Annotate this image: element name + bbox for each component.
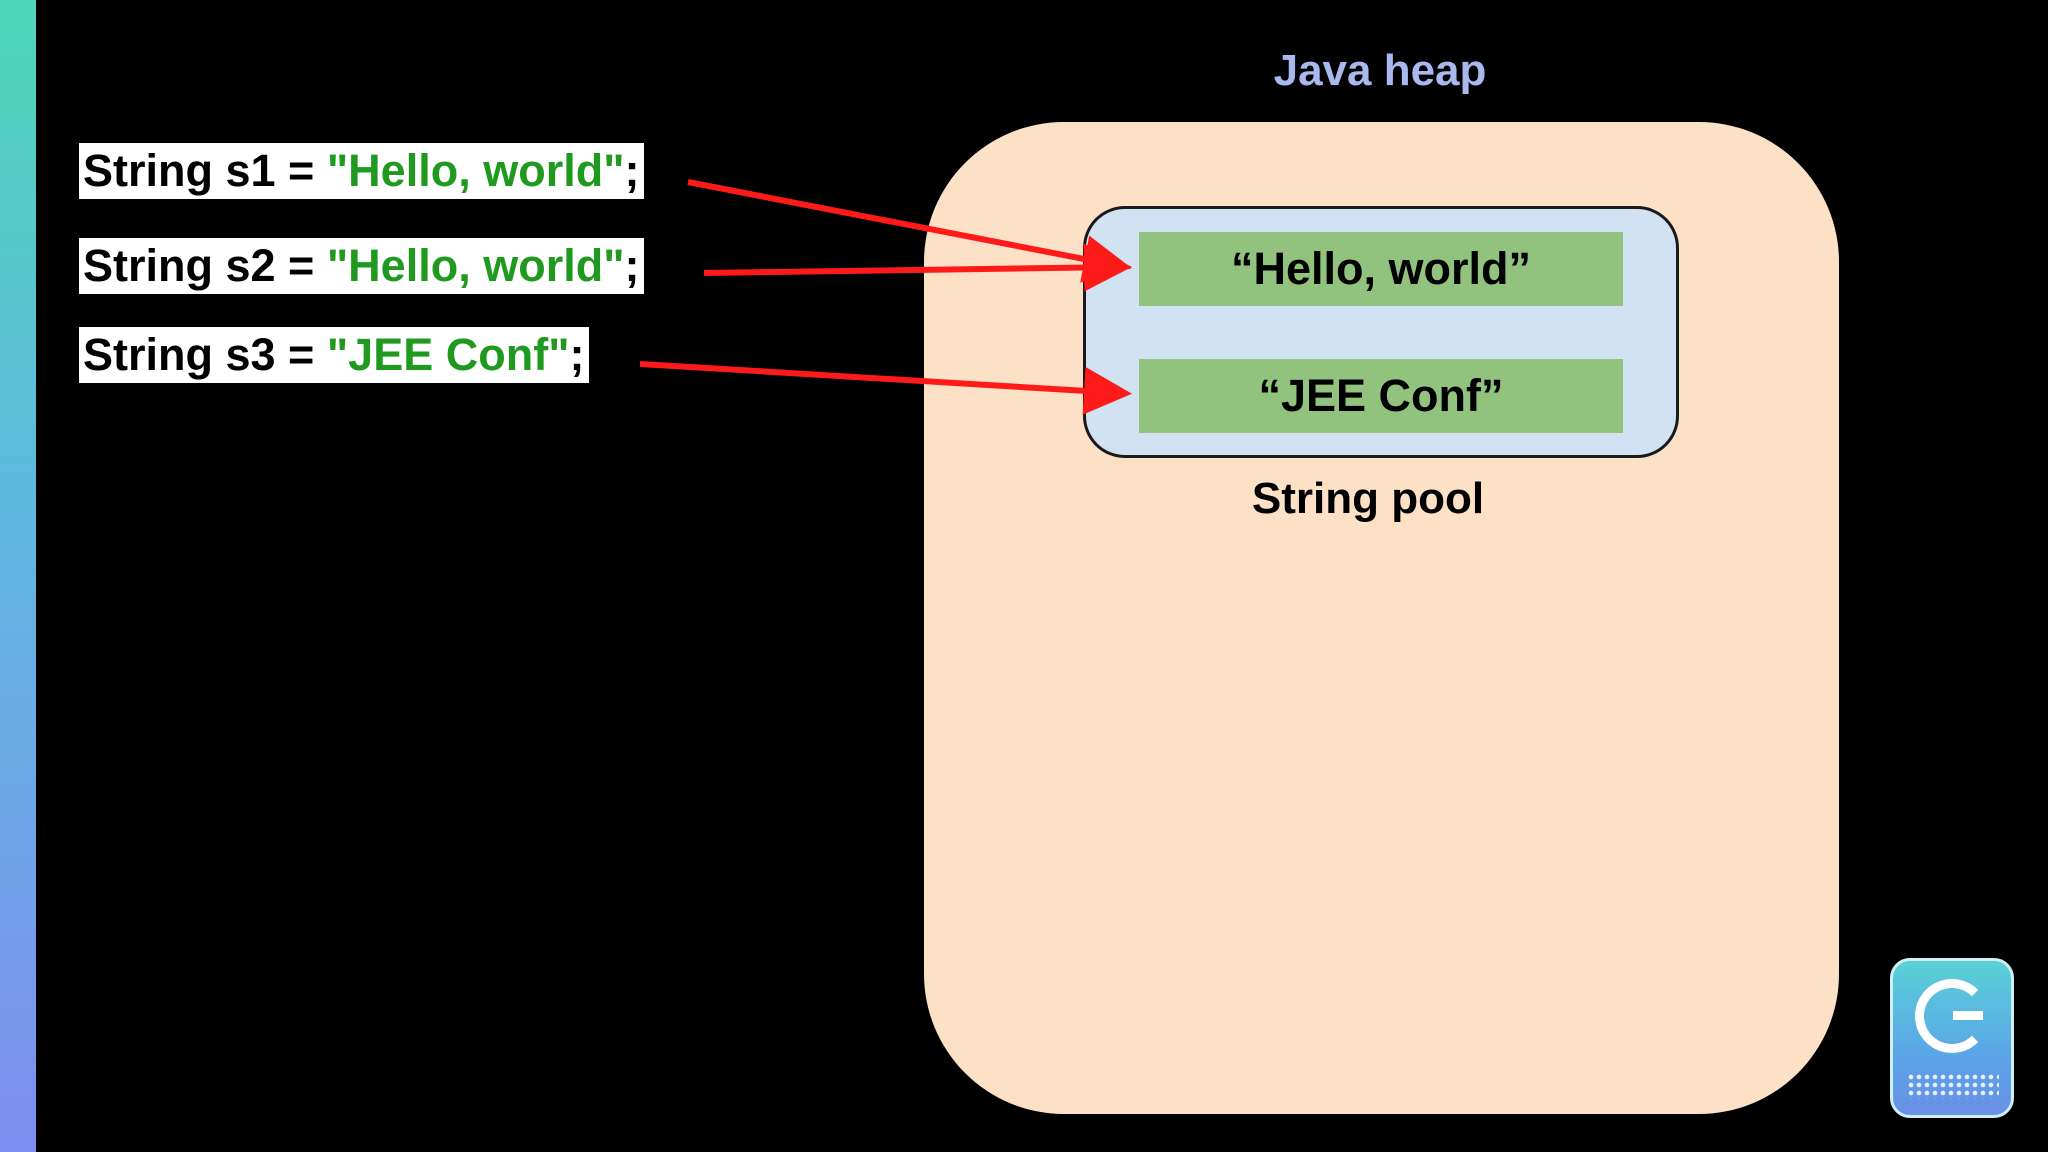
code-literal: "Hello, world" (326, 240, 625, 291)
side-accent-strip (0, 0, 36, 1152)
pool-entry-jee-conf: “JEE Conf” (1139, 359, 1623, 433)
heap-title: Java heap (1273, 46, 1487, 95)
code-line-s2: String s2 = "Hello, world"; (79, 238, 644, 294)
code-prefix: String s2 = (83, 240, 327, 291)
code-literal: "JEE Conf" (326, 329, 570, 380)
arrow-s3-to-jee-conf (639, 361, 1132, 415)
code-suffix: ; (624, 240, 640, 291)
code-suffix: ; (569, 329, 585, 380)
code-line-s3: String s3 = "JEE Conf"; (79, 327, 589, 383)
logo-ring-icon (1915, 979, 1989, 1053)
conference-logo-icon (1890, 958, 2014, 1118)
code-line-s1: String s1 = "Hello, world"; (79, 143, 644, 199)
code-prefix: String s1 = (83, 145, 327, 196)
code-suffix: ; (624, 145, 640, 196)
code-prefix: String s3 = (83, 329, 327, 380)
string-pool-label: String pool (1251, 474, 1485, 523)
arrow-s1-to-hello-world (687, 179, 1132, 283)
arrow-s2-to-hello-world (703, 243, 1132, 292)
logo-dots-icon (1907, 1073, 1999, 1099)
logo-bar-icon (1953, 1011, 1983, 1020)
code-literal: "Hello, world" (326, 145, 625, 196)
pool-entry-hello-world: “Hello, world” (1139, 232, 1623, 306)
